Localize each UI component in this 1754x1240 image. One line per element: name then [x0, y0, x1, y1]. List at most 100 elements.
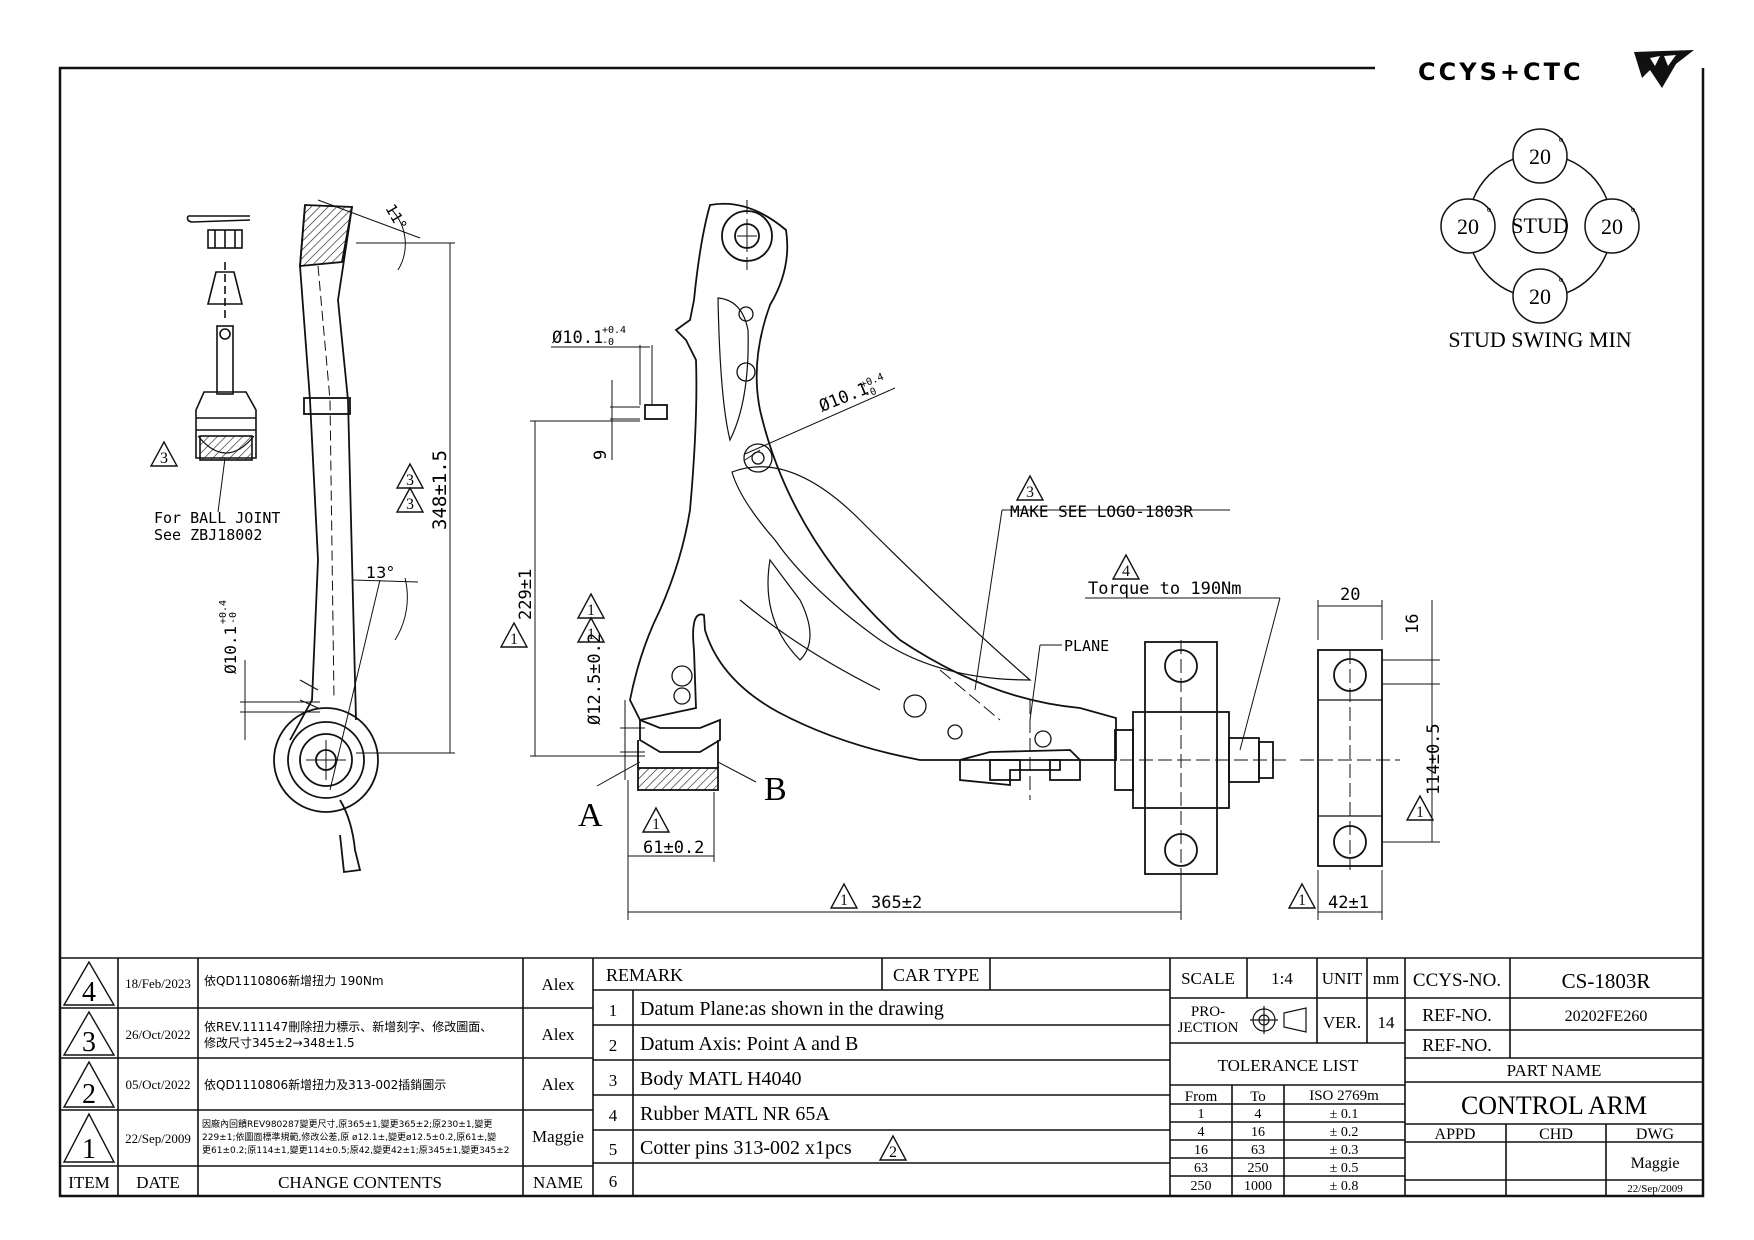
remark-header: REMARK [606, 965, 683, 985]
tol-plus-1: +0.4 [602, 325, 626, 336]
rev-name-2: Alex [541, 1075, 575, 1094]
swing-right: 20 [1601, 214, 1623, 239]
appd-label: APPD [1435, 1126, 1476, 1143]
rev3-markers-side: 3 3 [395, 462, 425, 513]
swing-bottom: 20 [1529, 284, 1551, 309]
title-block-grid [60, 957, 1703, 1196]
rev-item-4: 4 [82, 977, 96, 1008]
rev-item-1: 1 [82, 1134, 96, 1165]
svg-text:1: 1 [1416, 804, 1424, 821]
svg-text:1: 1 [1298, 892, 1306, 909]
svg-text:1: 1 [510, 631, 518, 648]
tolerance-cell: ± 0.1 [1330, 1107, 1359, 1122]
side-view-labels: 11° 13° 348±1.5 Ø10.1 +0.4 -0 [218, 201, 451, 674]
tolerance-cell: ± 0.5 [1330, 1161, 1359, 1176]
remark-no-2: 2 [609, 1036, 618, 1055]
deg-right: ° [1630, 204, 1635, 219]
remark-no-6: 6 [609, 1172, 618, 1191]
dim-61: 61±0.2 [643, 838, 704, 858]
tol-header-from: From [1185, 1089, 1218, 1105]
swing-top: 20 [1529, 144, 1551, 169]
remark-text-4: Rubber MATL NR 65A [640, 1103, 830, 1125]
remark-no-1: 1 [609, 1001, 618, 1020]
dim-114: 114±0.5 [1424, 723, 1444, 795]
logo-note: MAKE SEE LOGO-1803R [1010, 502, 1193, 521]
tolerance-cell: 4 [1198, 1125, 1205, 1140]
rev2-marker-remark [878, 1134, 908, 1161]
ver-value: 14 [1378, 1013, 1396, 1032]
ball-joint-exploded [186, 215, 257, 461]
rev-item-2: 2 [82, 1079, 96, 1110]
deg-left: ° [1486, 204, 1491, 219]
deg-top: ° [1558, 134, 1563, 149]
revision-triangles [62, 960, 116, 1163]
right-title-block: CCYS-NO. CS-1803R REF-NO. 20202FE260 REF… [1413, 969, 1683, 1195]
angle-13: 13° [366, 563, 394, 582]
rev-header-name: NAME [533, 1173, 583, 1192]
stud-swing-labels: STUD 20 20 20 20 ° ° ° ° STUD SWING MIN [1448, 134, 1635, 352]
info-block: SCALE 1:4 UNIT mm PRO- JECTION VER. 14 T… [1178, 969, 1400, 1105]
stud-swing-caption: STUD SWING MIN [1448, 327, 1631, 352]
scale-value: 1:4 [1271, 969, 1293, 988]
projection-symbol-icon [1250, 1006, 1307, 1034]
tol-header-iso: ISO 2769m [1309, 1088, 1379, 1104]
ccys-no: CS-1803R [1562, 969, 1651, 993]
svg-text:3: 3 [406, 496, 414, 513]
ball-joint-note: For BALL JOINT See ZBJ18002 [154, 509, 280, 544]
ball-joint-line2: See ZBJ18002 [154, 526, 262, 544]
stud-swing-diagram [1440, 128, 1640, 324]
remark-rev-5: 2 [889, 1144, 897, 1161]
dim-hole-side: Ø10.1 [221, 626, 240, 674]
side-view-dims [240, 242, 455, 754]
ref-no: 20202FE260 [1565, 1008, 1648, 1025]
ccys-label: CCYS-NO. [1413, 970, 1501, 991]
tol-minus-1: -0 [602, 337, 614, 348]
tol-plus-side: +0.4 [218, 600, 229, 624]
part-name: CONTROL ARM [1461, 1091, 1647, 1120]
remark-text-1: Datum Plane:as shown in the drawing [640, 998, 944, 1020]
rev-date-1: 22/Sep/2009 [125, 1131, 191, 1146]
rev3-marker-ball-joint: 3 [149, 440, 179, 467]
drawing-frame [58, 66, 1705, 1198]
projection-l2: JECTION [1178, 1020, 1239, 1036]
tolerance-cell: 16 [1251, 1125, 1265, 1140]
logo-mark-icon [1634, 50, 1694, 88]
tol-minus-side: -0 [228, 612, 239, 624]
main-view-centerlines [746, 200, 1400, 880]
rev-date-2: 05/Oct/2022 [126, 1077, 191, 1092]
rev-date-3: 26/Oct/2022 [126, 1027, 191, 1042]
unit-label: UNIT [1322, 969, 1363, 988]
scale-label: SCALE [1181, 969, 1235, 988]
dwg-label: DWG [1636, 1126, 1675, 1143]
remark-no-4: 4 [609, 1106, 618, 1125]
svg-text:3: 3 [1026, 484, 1034, 501]
rev-content-3a: 依REV.111147刪除扭力標示、新增刻字、修改圖面、 [204, 1019, 492, 1034]
rev-content-4: 依QD1110806新增扭力 190Nm [204, 973, 384, 988]
rev-item-3: 3 [82, 1027, 96, 1058]
datum-b: B [764, 771, 787, 808]
side-view [273, 199, 421, 874]
tolerance-cell: 63 [1194, 1161, 1208, 1176]
tolerance-cell: 1 [1198, 1107, 1205, 1122]
rev-content-1a: 因廠內回饋REV980287變更尺寸,原365±1,變更365±2;原230±1… [202, 1118, 492, 1130]
tolerance-cell: 16 [1194, 1143, 1208, 1158]
dim-hole-1: Ø10.1 [552, 328, 603, 348]
rev-content-1b: 229±1;依圖面標準規範,修改公差,原 ø12.1±,變更ø12.5±0.2,… [202, 1131, 496, 1143]
tolerance-cell: 250 [1191, 1179, 1212, 1194]
dim-229: 229±1 [516, 569, 536, 620]
stud-label: STUD [1511, 213, 1568, 238]
company-logo: CCYS+CTC [1418, 50, 1694, 88]
chd-label: CHD [1539, 1126, 1573, 1143]
svg-text:1: 1 [587, 626, 595, 643]
part-name-label: PART NAME [1507, 1061, 1602, 1080]
main-view [629, 202, 1383, 875]
rev-name-1: Maggie [532, 1127, 584, 1146]
ball-joint-line1: For BALL JOINT [154, 509, 280, 527]
projection-l1: PRO- [1191, 1004, 1225, 1020]
main-view-dims [530, 345, 1440, 920]
rev-content-3b: 修改尺寸345±2→348±1.5 [204, 1035, 355, 1050]
drawn-date: 22/Sep/2009 [1627, 1183, 1683, 1195]
unit-value: mm [1373, 969, 1399, 988]
tolerance-title: TOLERANCE LIST [1218, 1056, 1359, 1075]
